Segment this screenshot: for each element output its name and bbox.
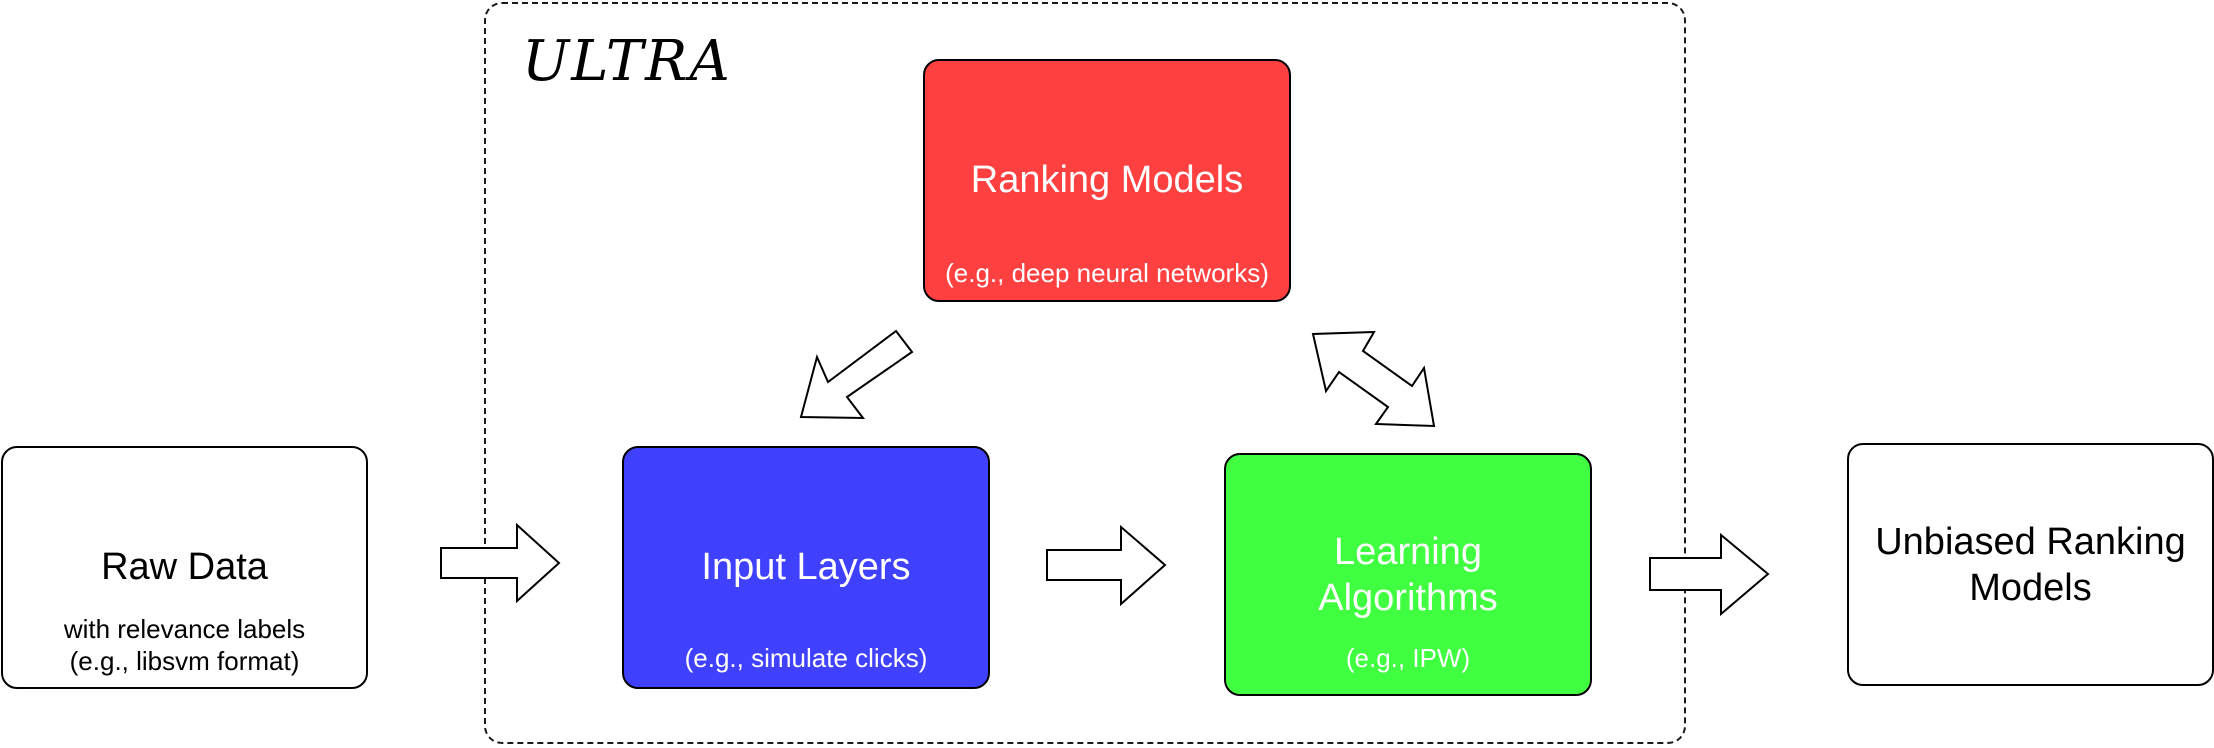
raw-data-box: Raw Data with relevance labels (e.g., li… bbox=[1, 446, 368, 689]
raw-data-line1: with relevance labels bbox=[63, 614, 306, 644]
ranking-models-box: Ranking Models (e.g., deep neural networ… bbox=[923, 59, 1291, 302]
unbiased-models-title-line1: Unbiased Ranking bbox=[1875, 521, 2186, 563]
learning-algorithms-subtitle: (e.g., IPW) bbox=[1345, 643, 1471, 673]
input-layers-box: Input Layers (e.g., simulate clicks) bbox=[622, 446, 990, 689]
learning-algorithms-title-line1: Learning bbox=[1334, 531, 1482, 573]
unbiased-models-title-line2: Models bbox=[1969, 567, 2092, 609]
learning-algorithms-title-line2: Algorithms bbox=[1318, 577, 1498, 619]
input-layers-subtitle: (e.g., simulate clicks) bbox=[684, 643, 928, 673]
ranking-models-subtitle: (e.g., deep neural networks) bbox=[945, 258, 1269, 288]
unbiased-models-box: Unbiased Ranking Models bbox=[1847, 443, 2214, 686]
ranking-models-title: Ranking Models bbox=[970, 159, 1244, 201]
learning-algorithms-box: Learning Algorithms (e.g., IPW) bbox=[1224, 453, 1592, 696]
unbiased-models-title: Unbiased Ranking Models bbox=[1849, 519, 2212, 611]
raw-data-title: Raw Data bbox=[101, 546, 268, 588]
input-layers-title: Input Layers bbox=[701, 546, 911, 588]
raw-data-details: with relevance labels (e.g., libsvm form… bbox=[3, 613, 366, 677]
raw-data-line2: (e.g., libsvm format) bbox=[69, 646, 300, 676]
learning-algorithms-title: Learning Algorithms bbox=[1226, 529, 1590, 621]
ultra-container bbox=[484, 2, 1686, 744]
ultra-title: ULTRA bbox=[522, 29, 732, 94]
